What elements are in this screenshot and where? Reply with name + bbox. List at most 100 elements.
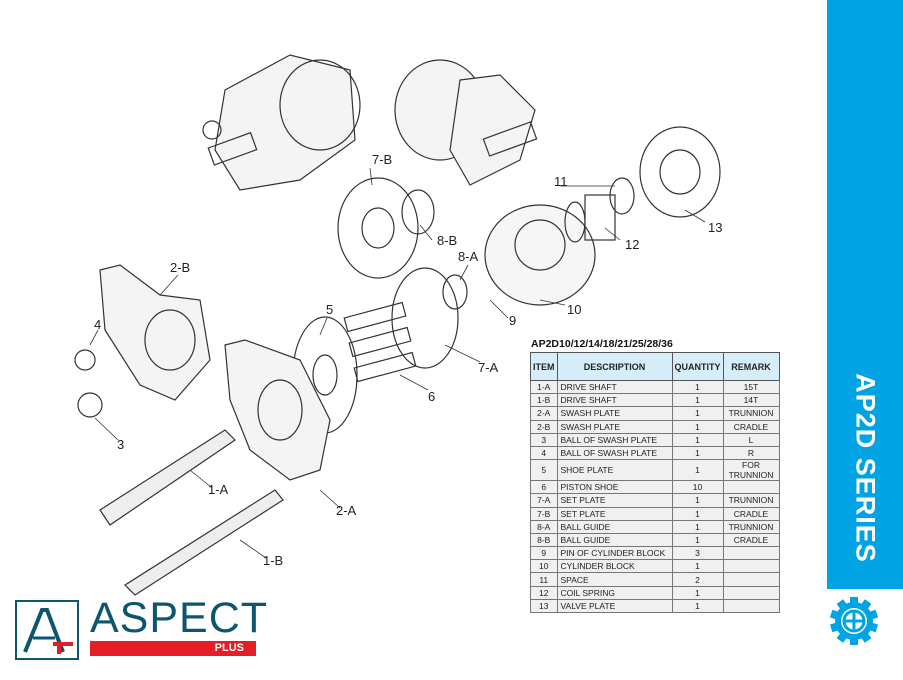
drive-shaft-1b [124,489,284,596]
description-cell: DRIVE SHAFT [556,379,673,395]
callout-7a: 7-A [478,360,499,375]
callout-10: 10 [567,302,582,317]
item-cell: 2-A [530,406,558,421]
item-cell: 10 [530,559,558,574]
callout-1b: 1-B [263,553,284,568]
remark-cell: TRUNNION [722,406,780,421]
col-quantity: QUANTITY [671,352,724,381]
remark-cell: CRADLE [722,506,780,521]
remark-cell: TRUNNION [722,493,780,508]
item-cell: 11 [530,572,558,587]
quantity-cell: 1 [671,432,724,447]
series-banner: AP2D SERIES [827,0,903,589]
col-item: ITEM [530,352,558,381]
exploded-parts-diagram [74,54,721,596]
quantity-cell: 1 [671,519,724,534]
callout-3: 3 [117,437,125,452]
callout-5: 5 [326,302,334,317]
remark-cell: R [722,445,780,461]
remark-cell [722,480,780,495]
item-cell: 4 [530,445,558,461]
quantity-cell: 1 [671,559,724,574]
description-cell: SWASH PLATE [556,419,673,434]
series-title: AP2D SERIES [850,373,881,563]
remark-cell: 14T [722,393,780,408]
callout-2b: 2-B [170,260,191,275]
table-title: AP2D10/12/14/18/21/25/28/36 [531,338,673,350]
description-cell: BALL GUIDE [556,519,673,534]
remark-cell [722,559,780,574]
pump-assembly-right [394,59,538,186]
quantity-cell: 1 [671,532,724,548]
description-cell: SHOE PLATE [556,459,673,482]
item-cell: 5 [530,459,558,482]
quantity-cell: 3 [671,546,724,561]
leader-lines [89,167,706,559]
ball-guide-8b [401,189,435,235]
col-description: DESCRIPTION [556,352,673,381]
quantity-cell: 1 [671,598,724,614]
description-cell: VALVE PLATE [556,598,673,614]
description-cell: SPACE [556,572,673,587]
description-cell: BALL GUIDE [556,532,673,548]
quantity-cell: 1 [671,459,724,482]
item-cell: 8-B [530,532,558,548]
remark-cell: CRADLE [722,532,780,548]
set-plate-7b [337,177,419,279]
quantity-cell: 2 [671,572,724,587]
quantity-cell: 1 [671,393,724,408]
description-cell: SET PLATE [556,506,673,521]
set-plate-7a [391,267,468,369]
description-cell: PISTON SHOE [556,480,673,495]
aspect-plus-logo: ASPECT PLUS [15,594,267,660]
item-cell: 7-A [530,493,558,508]
balls-3-4 [74,349,103,418]
remark-cell: TRUNNION [722,519,780,534]
description-cell: BALL OF SWASH PLATE [556,445,673,461]
description-cell: CYLINDER BLOCK [556,559,673,574]
quantity-cell: 1 [671,506,724,521]
callout-8a: 8-A [458,249,479,264]
item-cell: 13 [530,598,558,614]
item-cell: 1-B [530,393,558,408]
remark-cell [722,585,780,600]
valve-plate-13 [639,126,721,218]
item-cell: 2-B [530,419,558,434]
callout-6: 6 [428,389,436,404]
remark-cell [722,546,780,561]
quantity-cell: 1 [671,445,724,461]
remark-cell: CRADLE [722,419,780,434]
description-cell: PIN OF CYLINDER BLOCK [556,546,673,561]
item-cell: 1-A [530,379,558,395]
callout-11: 11 [554,174,568,189]
callout-2a: 2-A [336,503,357,518]
logo-plus-bar: PLUS [90,641,256,656]
pump-assembly-left [202,54,361,191]
logo-plus-text: PLUS [214,642,244,654]
item-cell: 12 [530,585,558,600]
callout-7b: 7-B [372,152,393,167]
description-cell: SWASH PLATE [556,406,673,421]
quantity-cell: 1 [671,585,724,600]
swash-plate-2a [224,339,331,481]
item-cell: 3 [530,432,558,447]
pistons-6 [343,301,417,383]
callout-9: 9 [509,313,517,328]
remark-cell: FOR TRUNNION [722,459,780,482]
callout-13: 13 [708,220,723,235]
